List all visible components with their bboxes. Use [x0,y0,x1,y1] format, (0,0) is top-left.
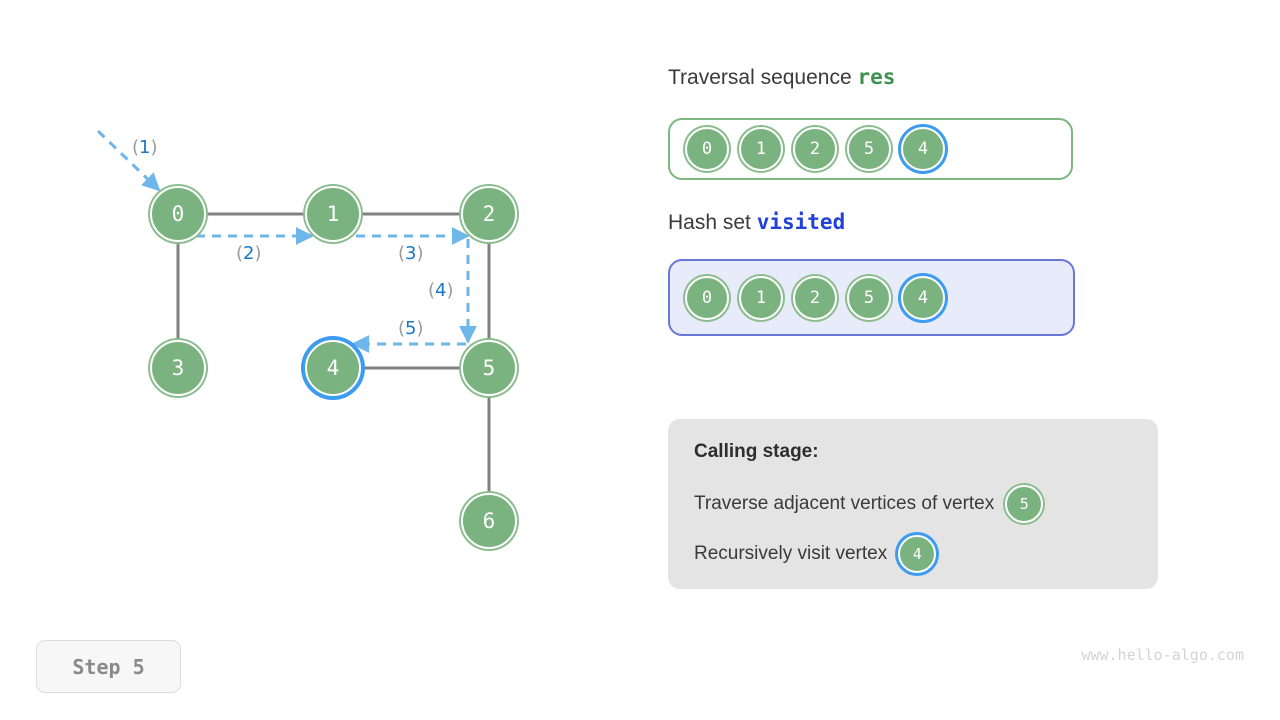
graph-node-2[interactable]: 2 [461,186,517,242]
visited-chip-2-label: 2 [809,287,821,308]
watermark: www.hello-algo.com [1081,646,1244,664]
visited-chip-1-label: 1 [755,287,767,308]
visited-chip-3[interactable]: 5 [847,275,891,320]
info-panel: Traversal sequence res 0 1 2 5 4 Hash se… [668,0,1228,720]
calling-stage-line-2-chip-label: 4 [912,545,922,563]
calling-stage-line-2-text: Recursively visit vertex [694,543,888,564]
visited-title-prefix: Hash set [668,211,751,234]
paren-close: ) [416,318,424,339]
graph-node-2-label: 2 [482,202,496,226]
calling-stage-line-1-chip-label: 5 [1019,495,1029,513]
visited-chip-4[interactable]: 4 [901,275,945,320]
graph-node-3[interactable]: 3 [150,340,206,396]
paren-close: ) [254,243,262,264]
step-badge: Step 5 [36,640,181,693]
res-section-title: Traversal sequence res [668,65,895,90]
visited-chip-2[interactable]: 2 [793,275,837,320]
traversal-arrow-label-3: (3) [398,243,424,264]
traversal-arrow-label-5: (5) [398,318,424,339]
calling-stage-line-1-chip[interactable]: 5 [1005,485,1044,523]
res-title-code: res [857,65,896,89]
visited-chip-1[interactable]: 1 [739,275,783,320]
graph-node-1[interactable]: 1 [305,186,361,242]
paren-open: ( [428,280,436,301]
paren-close: ) [150,137,158,158]
res-chip-2[interactable]: 2 [793,127,837,171]
visited-chip-4-label: 4 [917,287,929,308]
res-chip-3[interactable]: 5 [847,127,891,171]
res-chip-1-label: 1 [755,139,767,159]
graph-node-6-label: 6 [482,509,496,533]
visited-container: 0 1 2 5 4 [668,259,1075,336]
paren-open: ( [398,243,406,264]
visited-title-code: visited [756,210,846,234]
step-number: 3 [405,243,417,264]
res-chip-4[interactable]: 4 [901,127,945,171]
traversal-arrow-label-2: (2) [236,243,262,264]
step-number: 1 [139,137,151,158]
calling-stage-heading: Calling stage: [694,441,819,462]
step-number: 4 [435,280,447,301]
calling-stage-card: Calling stage: Traverse adjacent vertice… [668,419,1158,589]
visited-section-title: Hash set visited [668,210,845,235]
traversal-arrow-group [96,129,477,353]
graph-edge-group [176,212,491,495]
paren-close: ) [416,243,424,264]
res-container: 0 1 2 5 4 [668,118,1073,180]
paren-open: ( [398,318,406,339]
graph-node-1-label: 1 [326,202,340,226]
paren-open: ( [236,243,244,264]
traversal-arrow-label-4: (4) [428,280,454,301]
graph-node-5-label: 5 [482,356,496,380]
step-number: 2 [243,243,255,264]
res-chip-2-label: 2 [809,139,821,159]
graph-node-4[interactable]: 4 [305,340,361,396]
res-chip-0[interactable]: 0 [685,127,729,171]
res-title-prefix: Traversal sequence [668,66,852,89]
paren-open: ( [132,137,140,158]
visited-chip-3-label: 5 [863,287,875,308]
graph-node-6[interactable]: 6 [461,493,517,549]
res-chip-4-label: 4 [917,139,929,159]
paren-close: ) [446,280,454,301]
graph-node-0-label: 0 [171,202,185,226]
graph-panel: 0 1 2 3 4 5 6 (1) (2) (3) (4) [0,0,640,640]
graph-node-5[interactable]: 5 [461,340,517,396]
graph-node-0[interactable]: 0 [150,186,206,242]
res-chip-1[interactable]: 1 [739,127,783,171]
visited-chip-0-label: 0 [701,287,713,308]
calling-stage-line-1-text: Traverse adjacent vertices of vertex [694,493,995,514]
traversal-arrow-label-1: (1) [132,137,158,158]
graph-edges-and-arrows [96,129,491,495]
traversal-arrow-1 [96,129,161,192]
calling-stage-line-1: Traverse adjacent vertices of vertex 5 [694,485,1132,523]
calling-stage-line-2: Recursively visit vertex 4 [694,535,1132,573]
graph-node-3-label: 3 [171,356,185,380]
step-number: 5 [405,318,417,339]
graph-node-4-label: 4 [326,356,340,380]
res-chip-0-label: 0 [701,139,713,159]
res-chip-3-label: 5 [863,139,875,159]
visited-chip-0[interactable]: 0 [685,275,729,320]
calling-stage-line-2-chip[interactable]: 4 [898,535,937,573]
